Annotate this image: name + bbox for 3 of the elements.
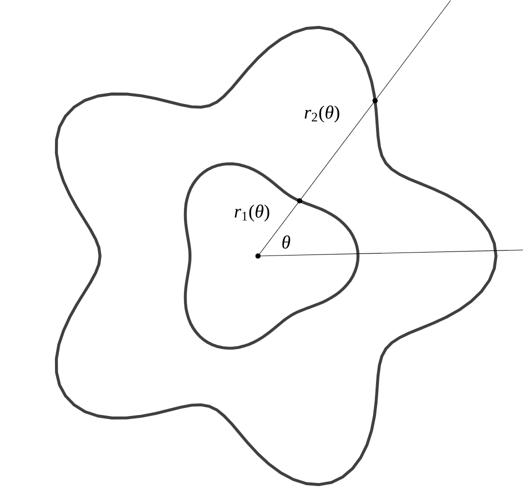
- math-label: r$_{1}$(θ): [234, 204, 270, 222]
- math-label: r$_{2}$(θ): [304, 106, 340, 122]
- math-label: θ: [282, 235, 290, 249]
